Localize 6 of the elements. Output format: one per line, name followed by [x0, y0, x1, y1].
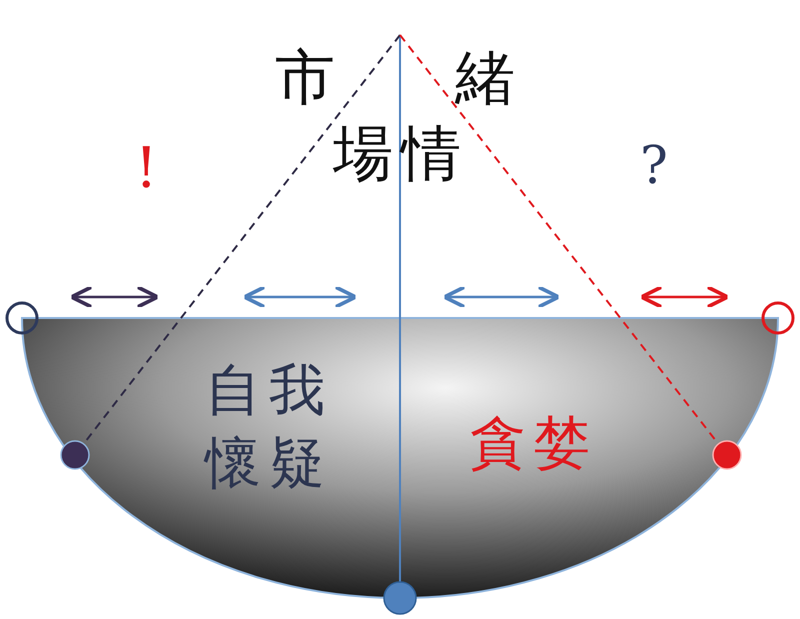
zone-label: 自我懷疑 [205, 357, 334, 498]
title-text: 緒 [455, 42, 523, 114]
title-text: 市 [275, 42, 343, 114]
exclamation-mark: ! [135, 135, 166, 202]
zone-label: 貪婪 [470, 410, 598, 478]
question-mark: ? [640, 135, 676, 198]
